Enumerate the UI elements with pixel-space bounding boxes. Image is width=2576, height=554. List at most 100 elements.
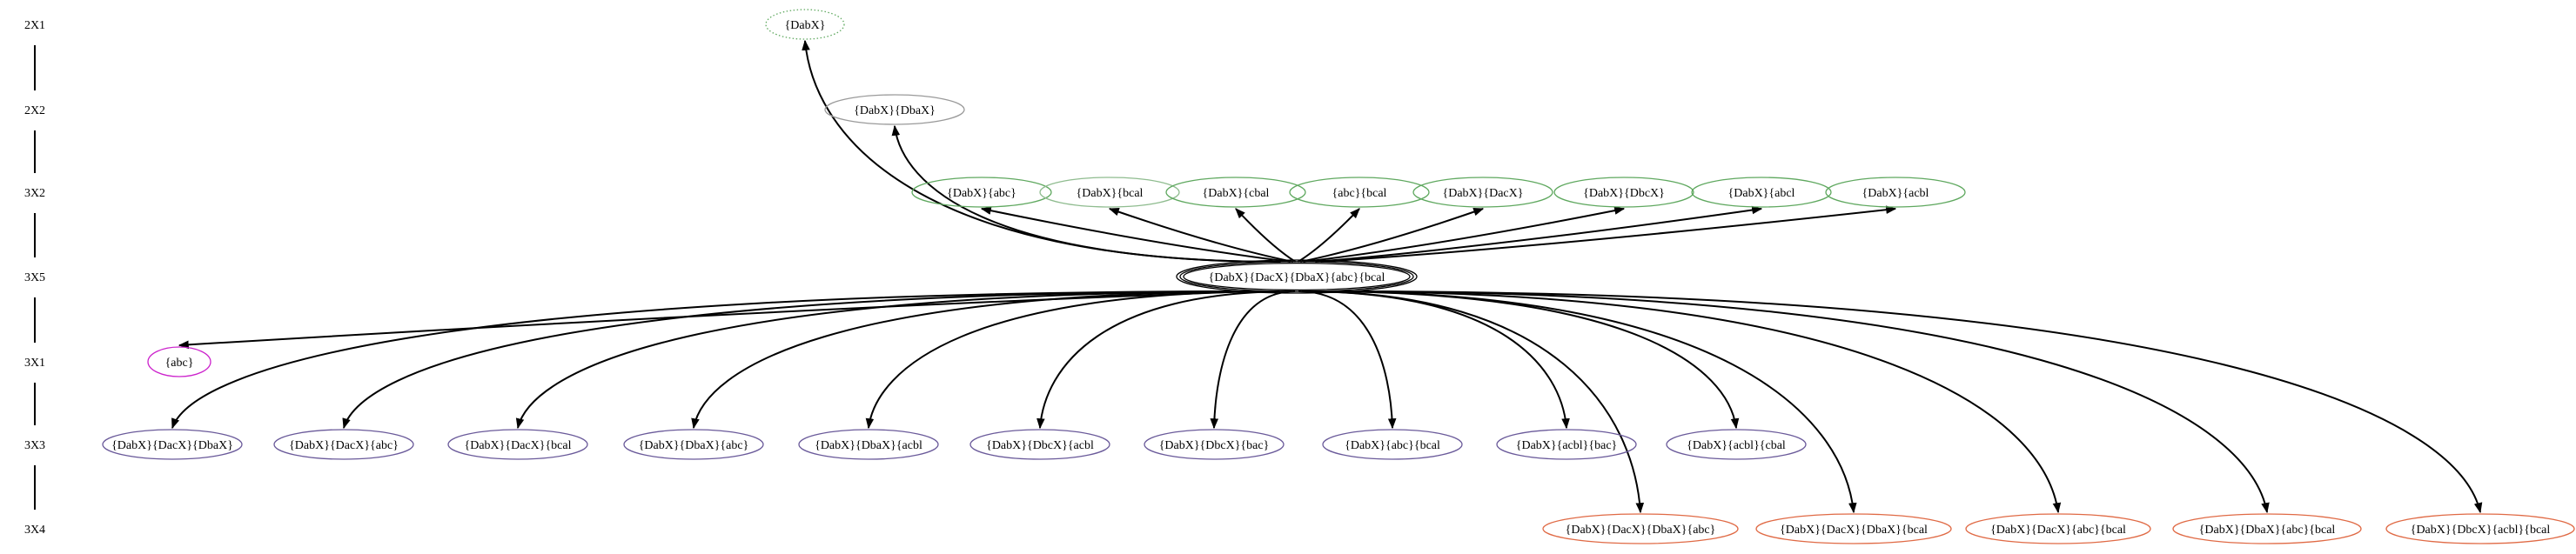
node-outline: [1179, 261, 1414, 292]
edge-n_r1_0: [891, 124, 1281, 263]
node-label: {DabX}{DacX}{bcal: [465, 439, 572, 452]
node-outline: [1289, 177, 1430, 208]
edge-n_r0_0: [802, 39, 1278, 263]
node-n_r5_3[interactable]: {DabX}{DbaX}{abc}: [623, 429, 764, 460]
node-n_r5_1[interactable]: {DabX}{DacX}{abc}: [273, 429, 414, 460]
node-n_r5_0[interactable]: {DabX}{DacX}{DbaX}: [102, 429, 243, 460]
edge-path: [1335, 290, 2270, 514]
node-n_r5_9[interactable]: {DabX}{acbl}{cbal: [1666, 429, 1807, 460]
node-n_r6_4[interactable]: {DabX}{DbcX}{acbl}{bcal: [2385, 513, 2575, 544]
node-label: {DabX}{abcl: [1728, 187, 1795, 200]
edge-path: [1235, 208, 1297, 263]
node-outline: [2172, 513, 2362, 544]
edge-path: [515, 290, 1266, 430]
node-outline: [1496, 429, 1637, 460]
node-label: {DabX}{abc}{bcal: [1345, 439, 1440, 452]
edge-n_r6_3: [1335, 290, 2270, 514]
node-n_r6_1[interactable]: {DabX}{DacX}{DbaX}{bcal: [1755, 513, 1952, 544]
node-n_r5_4[interactable]: {DabX}{DbaX}{acbl: [798, 429, 939, 460]
edge-n_r6_1: [1318, 290, 1857, 514]
node-n_r6_0[interactable]: {DabX}{DacX}{DbaX}{abc}: [1542, 513, 1739, 544]
node-outline: [1542, 513, 1739, 544]
center-node[interactable]: {DabX}{DacX}{DbaX}{abc}{bcal: [1176, 259, 1418, 294]
node-label: {DabX}{DbaX}: [854, 104, 936, 117]
node-outline: [765, 9, 845, 40]
node-label: {DabX}{abc}: [947, 187, 1016, 200]
rank-label-r1: 2X2: [24, 104, 45, 117]
node-n_r2_3[interactable]: {abc}{bcal: [1289, 177, 1430, 208]
edge-path: [342, 290, 1259, 430]
edge-n_r2_1: [1108, 208, 1293, 263]
edge-n_r5_0: [171, 290, 1252, 430]
node-label: {DabX}{DbaX}{acbl: [815, 439, 922, 452]
node-outline: [1412, 177, 1553, 208]
node-outline: [969, 429, 1110, 460]
edge-n_r6_4: [1344, 290, 2483, 514]
edge-n_r5_6: [1210, 290, 1296, 430]
node-outline: [2385, 513, 2575, 544]
node-n_r4_0[interactable]: {abc}: [147, 346, 211, 377]
node-n_r5_2[interactable]: {DabX}{DacX}{bcal: [447, 429, 588, 460]
node-label: {DabX}{DacX}{DbaX}{bcal: [1780, 524, 1928, 537]
node-n_r1_0[interactable]: {DabX}{DbaX}: [824, 94, 965, 125]
edge-path: [980, 206, 1291, 263]
edge-path: [1300, 208, 1485, 263]
edge-path: [1302, 290, 1570, 430]
edge-n_r5_7: [1298, 290, 1397, 430]
edge-path: [1036, 290, 1292, 430]
node-label: {DabX}{DacX}{abc}{bcal: [1990, 524, 2126, 537]
edge-path: [178, 290, 1252, 350]
node-outline: [1176, 259, 1418, 294]
node-n_r5_8[interactable]: {DabX}{acbl}{bac}: [1496, 429, 1637, 460]
node-n_r2_6[interactable]: {DabX}{abcl: [1691, 177, 1832, 208]
node-label: {DabX}{acbl: [1862, 187, 1929, 200]
node-n_r6_3[interactable]: {DabX}{DbaX}{abc}{bcal: [2172, 513, 2362, 544]
node-label: {DabX}{DacX}{DbaX}{abc}{bcal: [1209, 271, 1385, 284]
node-n_r2_1[interactable]: {DabX}{bcal: [1039, 177, 1180, 208]
node-label: {DabX}{acbl}{bac}: [1516, 439, 1618, 452]
rank-label-r5: 3X3: [24, 439, 45, 452]
node-label: {DabX}{DacX}{abc}: [289, 439, 399, 452]
node-n_r5_5[interactable]: {DabX}{DbcX}{acbl: [969, 429, 1110, 460]
edge-path: [1210, 290, 1296, 430]
edge-path: [1108, 208, 1293, 263]
node-outline: [1965, 513, 2151, 544]
node-outline: [1666, 429, 1807, 460]
node-label: {DabX}: [785, 19, 826, 32]
node-outline: [1691, 177, 1832, 208]
node-outline: [1144, 429, 1285, 460]
node-label: {DabX}{DbcX}: [1583, 187, 1665, 200]
node-outline: [824, 94, 965, 125]
edge-n_r2_3: [1297, 208, 1360, 263]
node-label: {DabX}{DbaX}{abc}: [639, 439, 749, 452]
edge-n_r2_0: [980, 206, 1291, 263]
node-outline: [102, 429, 243, 460]
edge-layer: [171, 39, 2483, 514]
node-n_r2_4[interactable]: {DabX}{DacX}: [1412, 177, 1553, 208]
rank-label-r6: 3X4: [24, 524, 45, 537]
node-outline: [1755, 513, 1952, 544]
edge-n_r5_5: [1036, 290, 1292, 430]
node-outline: [447, 429, 588, 460]
node-n_r6_2[interactable]: {DabX}{DacX}{abc}{bcal: [1965, 513, 2151, 544]
edge-path: [1297, 208, 1360, 263]
node-n_r2_5[interactable]: {DabX}{DbcX}: [1553, 177, 1694, 208]
node-n_r2_0[interactable]: {DabX}{abc}: [911, 177, 1052, 208]
edge-path: [1303, 290, 1645, 514]
node-label: {DabX}{DbaX}{abc}{bcal: [2199, 524, 2336, 537]
node-outline: [798, 429, 939, 460]
edge-n_r2_2: [1235, 208, 1297, 263]
node-outline: [1039, 177, 1180, 208]
node-n_r5_7[interactable]: {DabX}{abc}{bcal: [1322, 429, 1463, 460]
rank-label-r0: 2X1: [24, 19, 45, 32]
node-n_r0_0[interactable]: {DabX}: [765, 9, 845, 40]
node-outline: [1825, 177, 1966, 208]
node-n_r5_6[interactable]: {DabX}{DbcX}{bac}: [1144, 429, 1285, 460]
node-label: {DabX}{DacX}: [1443, 187, 1524, 200]
node-n_r2_7[interactable]: {DabX}{acbl: [1825, 177, 1966, 208]
edge-n_r2_6: [1315, 205, 1763, 263]
edge-n_r5_4: [865, 290, 1280, 430]
node-n_r2_2[interactable]: {DabX}{cbal: [1165, 177, 1306, 208]
edge-path: [802, 39, 1278, 263]
